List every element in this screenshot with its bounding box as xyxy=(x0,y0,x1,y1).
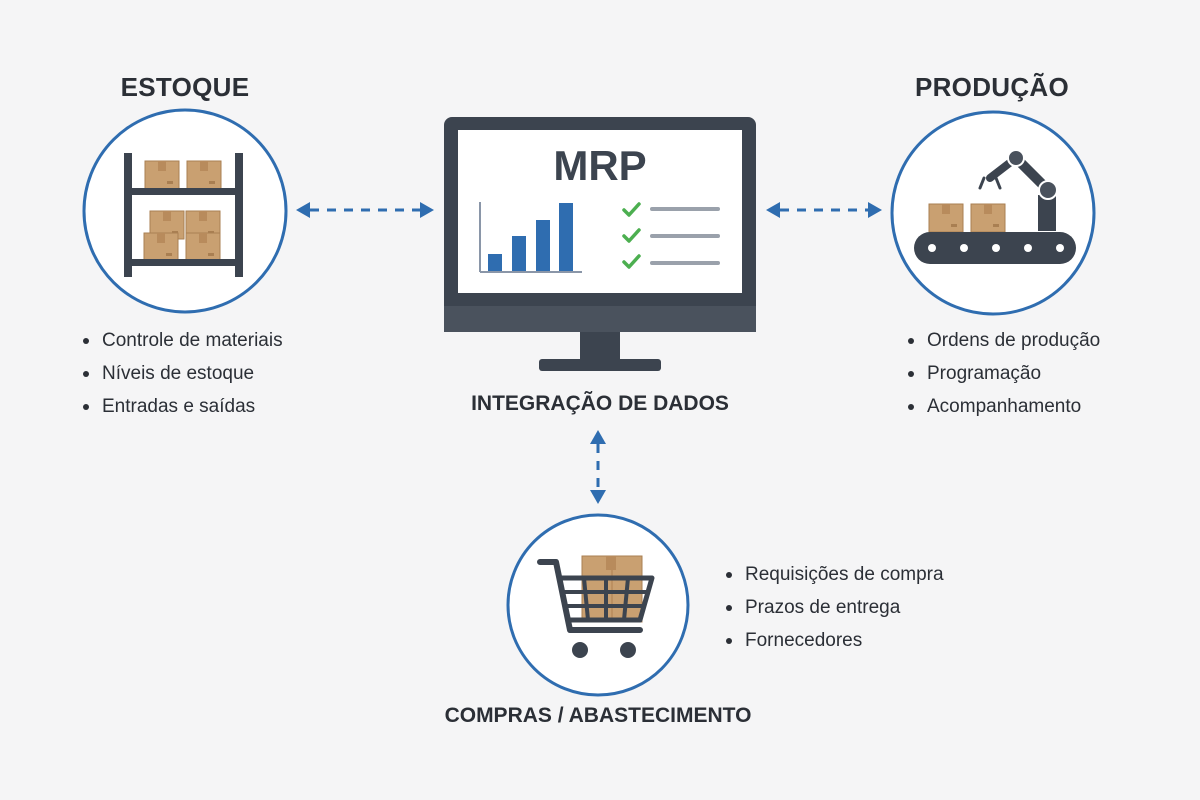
list-item: Requisições de compra xyxy=(723,558,944,591)
screen-checklist xyxy=(622,202,720,269)
compras-title: COMPRAS / ABASTECIMENTO xyxy=(444,704,752,727)
arrow-mrp-compras xyxy=(590,430,606,504)
estoque-title: ESTOQUE xyxy=(120,72,250,102)
arrow-mrp-producao xyxy=(766,202,882,218)
list-item: Prazos de entrega xyxy=(723,591,944,624)
mrp-screen-title: MRP xyxy=(553,142,647,189)
producao-node xyxy=(890,110,1096,316)
arrow-estoque-mrp xyxy=(296,202,434,218)
producao-title: PRODUÇÃO xyxy=(914,72,1070,102)
list-item: Entradas e saídas xyxy=(80,390,283,423)
shelf-boxes-icon xyxy=(124,153,243,277)
estoque-list: Controle de materiais Níveis de estoque … xyxy=(80,324,283,423)
screen-bar-chart xyxy=(479,202,582,273)
producao-list: Ordens de produção Programação Acompanha… xyxy=(905,324,1100,423)
compras-node xyxy=(506,513,690,697)
list-item: Fornecedores xyxy=(723,624,944,657)
robot-arm-conveyor-icon xyxy=(914,149,1076,264)
list-item: Ordens de produção xyxy=(905,324,1100,357)
list-item: Níveis de estoque xyxy=(80,357,283,390)
list-item: Acompanhamento xyxy=(905,390,1100,423)
monitor-icon xyxy=(444,117,756,371)
shopping-cart-icon xyxy=(537,555,655,658)
integration-caption: INTEGRAÇÃO DE DADOS xyxy=(471,392,729,415)
estoque-node xyxy=(82,108,288,314)
compras-list: Requisições de compra Prazos de entrega … xyxy=(723,558,944,657)
list-item: Programação xyxy=(905,357,1100,390)
list-item: Controle de materiais xyxy=(80,324,283,357)
